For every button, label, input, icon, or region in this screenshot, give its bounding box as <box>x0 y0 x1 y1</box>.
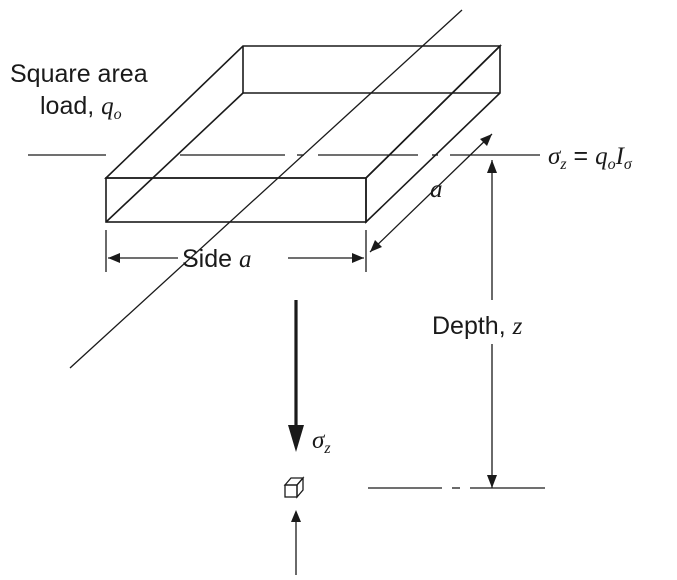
side-label: Side a <box>182 245 251 273</box>
load-label-line2: load, qo <box>40 92 122 123</box>
side-dimension <box>105 230 367 272</box>
soil-element-cube <box>283 476 305 499</box>
stress-arrow <box>288 300 304 452</box>
edge-dimension <box>369 133 493 253</box>
sigma-z-label: σz <box>312 427 331 457</box>
bottom-upward-arrow <box>291 510 301 575</box>
diagonal-axis-line <box>69 9 463 369</box>
depth-dimension <box>487 160 497 488</box>
stress-equation: σz = qoIσ <box>548 142 633 173</box>
load-label-line1: Square area <box>10 60 148 88</box>
depth-label: Depth, z <box>432 312 523 340</box>
edge-label: a <box>430 176 443 203</box>
square-area-load-slab <box>104 44 502 224</box>
